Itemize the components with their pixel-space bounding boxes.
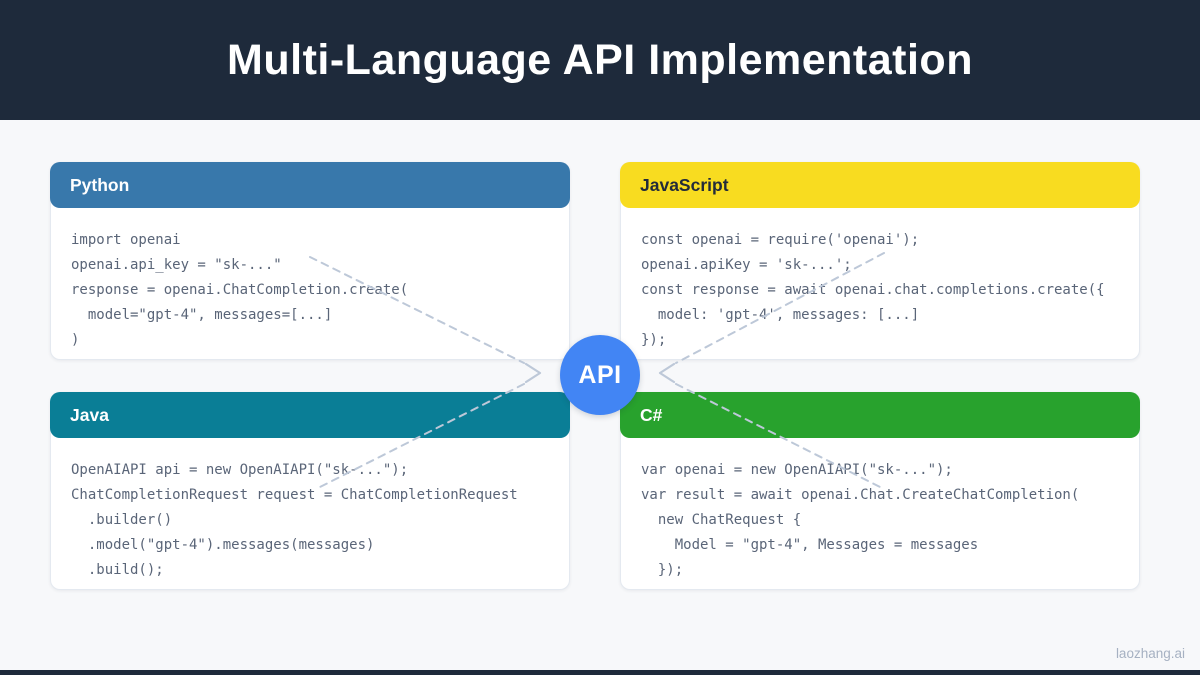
code-line: OpenAIAPI api = new OpenAIAPI("sk-...");: [71, 462, 409, 478]
panel-python-title: Python: [70, 174, 130, 195]
code-line: var result = await openai.Chat.CreateCha…: [641, 487, 1080, 503]
code-line: Model = "gpt-4", Messages = messages: [641, 537, 979, 553]
panel-javascript: JavaScript const openai = require('opena…: [620, 162, 1140, 360]
code-line: var openai = new OpenAIAPI("sk-...");: [641, 462, 953, 478]
panel-csharp-code: var openai = new OpenAIAPI("sk-..."); va…: [621, 438, 1139, 583]
title-bar: Multi-Language API Implementation: [0, 0, 1200, 120]
code-line: ): [71, 332, 80, 348]
panel-csharp-title: C#: [640, 404, 663, 425]
code-line: response = openai.ChatCompletion.create(: [71, 282, 409, 298]
code-line: .build();: [71, 562, 164, 578]
panel-javascript-code: const openai = require('openai'); openai…: [621, 208, 1139, 353]
page-title: Multi-Language API Implementation: [227, 35, 973, 84]
watermark: laozhang.ai: [1115, 646, 1185, 661]
api-hub-label: API: [578, 360, 622, 389]
code-line: new ChatRequest {: [641, 512, 802, 528]
code-line: model="gpt-4", messages=[...]: [71, 307, 333, 323]
code-line: .model("gpt-4").messages(messages): [71, 537, 375, 553]
code-line: .builder(): [71, 512, 173, 528]
code-line: });: [641, 332, 667, 348]
code-line: const openai = require('openai');: [641, 232, 920, 248]
api-hub-circle: API: [560, 335, 640, 415]
panel-python-code: import openai openai.api_key = "sk-..." …: [51, 208, 569, 353]
code-line: import openai: [71, 232, 181, 248]
arrowhead-right-icon: [658, 362, 676, 384]
bottom-strip: [0, 670, 1200, 675]
panel-python-header: Python: [50, 162, 570, 208]
panel-java-code: OpenAIAPI api = new OpenAIAPI("sk-...");…: [51, 438, 569, 583]
arrowhead-left-icon: [524, 362, 542, 384]
panel-csharp: C# var openai = new OpenAIAPI("sk-...");…: [620, 392, 1140, 590]
panel-python: Python import openai openai.api_key = "s…: [50, 162, 570, 360]
panel-java-header: Java: [50, 392, 570, 438]
code-line: openai.api_key = "sk-...": [71, 257, 282, 273]
code-line: openai.apiKey = 'sk-...';: [641, 257, 852, 273]
code-line: });: [641, 562, 684, 578]
code-line: model: 'gpt-4', messages: [...]: [641, 307, 920, 323]
panel-java-title: Java: [70, 404, 109, 425]
panel-javascript-title: JavaScript: [640, 174, 729, 195]
panel-csharp-header: C#: [620, 392, 1140, 438]
panel-javascript-header: JavaScript: [620, 162, 1140, 208]
code-line: ChatCompletionRequest request = ChatComp…: [71, 487, 518, 503]
panel-java: Java OpenAIAPI api = new OpenAIAPI("sk-.…: [50, 392, 570, 590]
code-line: const response = await openai.chat.compl…: [641, 282, 1105, 298]
